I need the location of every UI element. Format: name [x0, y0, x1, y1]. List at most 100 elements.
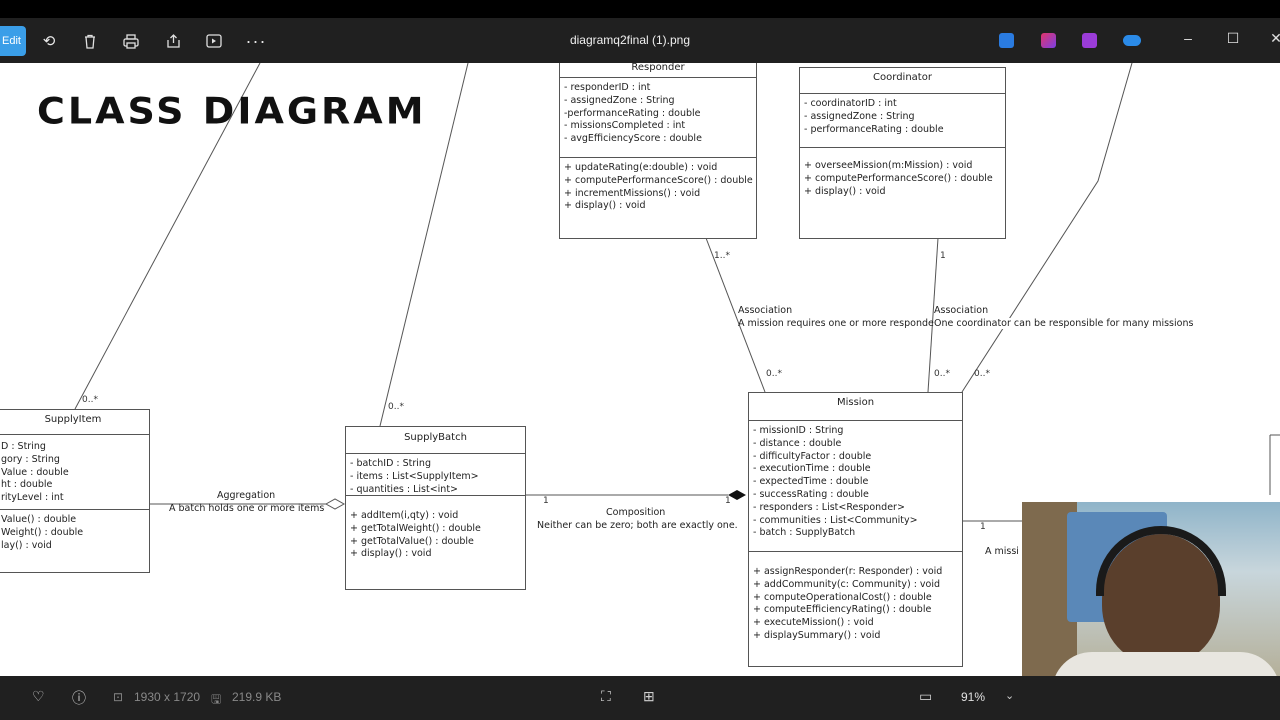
app-icon-designer[interactable] — [1082, 33, 1097, 48]
attributes: - responderID : int - assignedZone : Str… — [560, 78, 756, 158]
favorite-icon[interactable]: ♡ — [32, 688, 45, 704]
attribute: - assignedZone : String — [564, 94, 675, 106]
aggregation-description: A batch holds one or more items — [169, 503, 325, 514]
multiplicity: 1 — [980, 522, 986, 532]
methods: + updateRating(e:double) : void + comput… — [560, 158, 756, 217]
attribute: - expectedTime : double — [753, 476, 869, 488]
fullscreen-icon[interactable]: ▭ — [919, 688, 933, 704]
attribute: - performanceRating : double — [804, 123, 944, 135]
class-name: SupplyItem — [0, 410, 149, 435]
association-description: One coordinator can be responsible for m… — [934, 318, 1194, 329]
method: + getTotalWeight() : double — [350, 522, 481, 534]
webcam-overlay — [1022, 502, 1280, 676]
multiplicity: 0..* — [766, 369, 782, 379]
attribute: - executionTime : double — [753, 463, 871, 475]
method: + display() : void — [804, 185, 886, 197]
method: + addItem(i,qty) : void — [350, 510, 459, 521]
method: + assignResponder(r: Responder) : void — [753, 566, 943, 577]
app-icon-editor[interactable] — [999, 33, 1014, 48]
slideshow-icon[interactable] — [201, 28, 227, 54]
zoom-level[interactable]: 91% — [961, 690, 986, 704]
fit-icon[interactable]: ⛶ — [601, 688, 611, 704]
image-canvas: CLASS DIAGRAM Responder - responderID : … — [0, 63, 1280, 676]
multiplicity: 0..* — [934, 369, 950, 379]
class-name: SupplyBatch — [346, 427, 525, 454]
composition-label: Composition — [606, 507, 666, 518]
app-icon-clipchamp[interactable] — [1041, 33, 1056, 48]
attribute: - difficultyFactor : double — [753, 450, 872, 462]
attribute: - assignedZone : String — [804, 110, 915, 122]
attributes: - batchID : String - items : List<Supply… — [346, 454, 525, 496]
multiplicity: 1 — [725, 496, 731, 506]
chevron-down-icon[interactable]: ⌄ — [1005, 690, 1015, 702]
attribute: ht : double — [1, 479, 53, 491]
multiplicity: 1 — [940, 251, 946, 261]
file-size: 219.9 KB — [232, 690, 282, 704]
method: + addCommunity(c: Community) : void — [753, 578, 941, 590]
person-shirt — [1052, 652, 1280, 676]
attribute: - batchID : String — [350, 458, 431, 469]
methods: Value() : double Weight() : double lay()… — [0, 510, 149, 556]
method: + display() : void — [350, 548, 432, 560]
method: Value() : double — [1, 514, 77, 525]
method: + overseeMission(m:Mission) : void — [804, 160, 973, 171]
close-button[interactable]: ✕ — [1270, 30, 1280, 46]
multiplicity: 0..* — [82, 395, 98, 405]
supplybatch-line — [379, 63, 469, 427]
method: lay() : void — [1, 539, 52, 551]
method: + displaySummary() : void — [753, 629, 881, 641]
info-icon[interactable]: ⓘ — [72, 690, 86, 706]
actual-size-icon[interactable]: ⊞ — [643, 688, 655, 704]
method: + computePerformanceScore() : double — [564, 174, 753, 186]
association-label: Association — [934, 305, 989, 316]
attribute: gory : String — [1, 453, 60, 465]
minimize-button[interactable]: – — [1184, 30, 1192, 46]
methods: + assignResponder(r: Responder) : void +… — [749, 552, 962, 647]
attribute: - responders : List<Responder> — [753, 501, 905, 513]
coordinator-association-line — [927, 237, 939, 393]
method: + executeMission() : void — [753, 617, 874, 629]
attribute: - responderID : int — [564, 82, 651, 93]
image-dimensions: 1930 x 1720 — [134, 690, 201, 704]
composition-description: Neither can be zero; both are exactly on… — [537, 520, 738, 531]
maximize-button[interactable]: ☐ — [1226, 30, 1240, 46]
attribute: D : String — [1, 441, 46, 452]
more-icon[interactable]: ··· — [245, 30, 267, 51]
method: + updateRating(e:double) : void — [564, 162, 718, 173]
attributes: - missionID : String - distance : double… — [749, 421, 962, 552]
attribute: - batch : SupplyBatch — [753, 527, 856, 539]
status-bar: ♡ ⓘ ⊡ 1930 x 1720 🖫 219.9 KB ⛶ ⊞ ▭ 91% ⌄ — [0, 676, 1280, 720]
aggregation-label: Aggregation — [217, 490, 276, 501]
attribute: - successRating : double — [753, 488, 869, 500]
association-label: Association — [738, 305, 793, 316]
multiplicity: 0..* — [388, 402, 404, 412]
attribute: rityLevel : int — [1, 492, 64, 504]
method: + computeOperationalCost() : double — [753, 591, 932, 603]
dimensions-icon: ⊡ — [113, 690, 124, 704]
method: + computeEfficiencyRating() : double — [753, 604, 932, 616]
class-name: Responder — [560, 63, 756, 78]
print-icon[interactable] — [118, 28, 144, 54]
edit-button[interactable]: Edit — [0, 26, 26, 56]
attribute: - coordinatorID : int — [804, 98, 897, 109]
file-size-icon: 🖫 — [211, 692, 222, 706]
onedrive-icon[interactable] — [1123, 35, 1141, 46]
share-icon[interactable] — [160, 28, 186, 54]
method: Weight() : double — [1, 526, 84, 538]
multiplicity: 1 — [543, 496, 549, 506]
methods: + addItem(i,qty) : void + getTotalWeight… — [346, 496, 525, 565]
class-responder: Responder - responderID : int - assigned… — [559, 63, 757, 239]
class-name: Mission — [749, 393, 962, 421]
responder-association-line — [705, 237, 766, 393]
attribute: - missionsCompleted : int — [564, 120, 686, 132]
supplyitem-line — [74, 63, 261, 410]
class-name: Coordinator — [800, 68, 1005, 94]
method: + computePerformanceScore() : double — [804, 172, 993, 184]
rotate-icon[interactable]: ⟲ — [42, 33, 56, 50]
method: + incrementMissions() : void — [564, 187, 701, 199]
method: + display() : void — [564, 200, 646, 212]
attribute: - distance : double — [753, 437, 842, 449]
title-toolbar: Edit ⟲ ··· diagramq2final (1).png – ☐ ✕ — [0, 18, 1280, 63]
attribute: - missionID : String — [753, 425, 844, 436]
delete-icon[interactable] — [77, 28, 103, 54]
